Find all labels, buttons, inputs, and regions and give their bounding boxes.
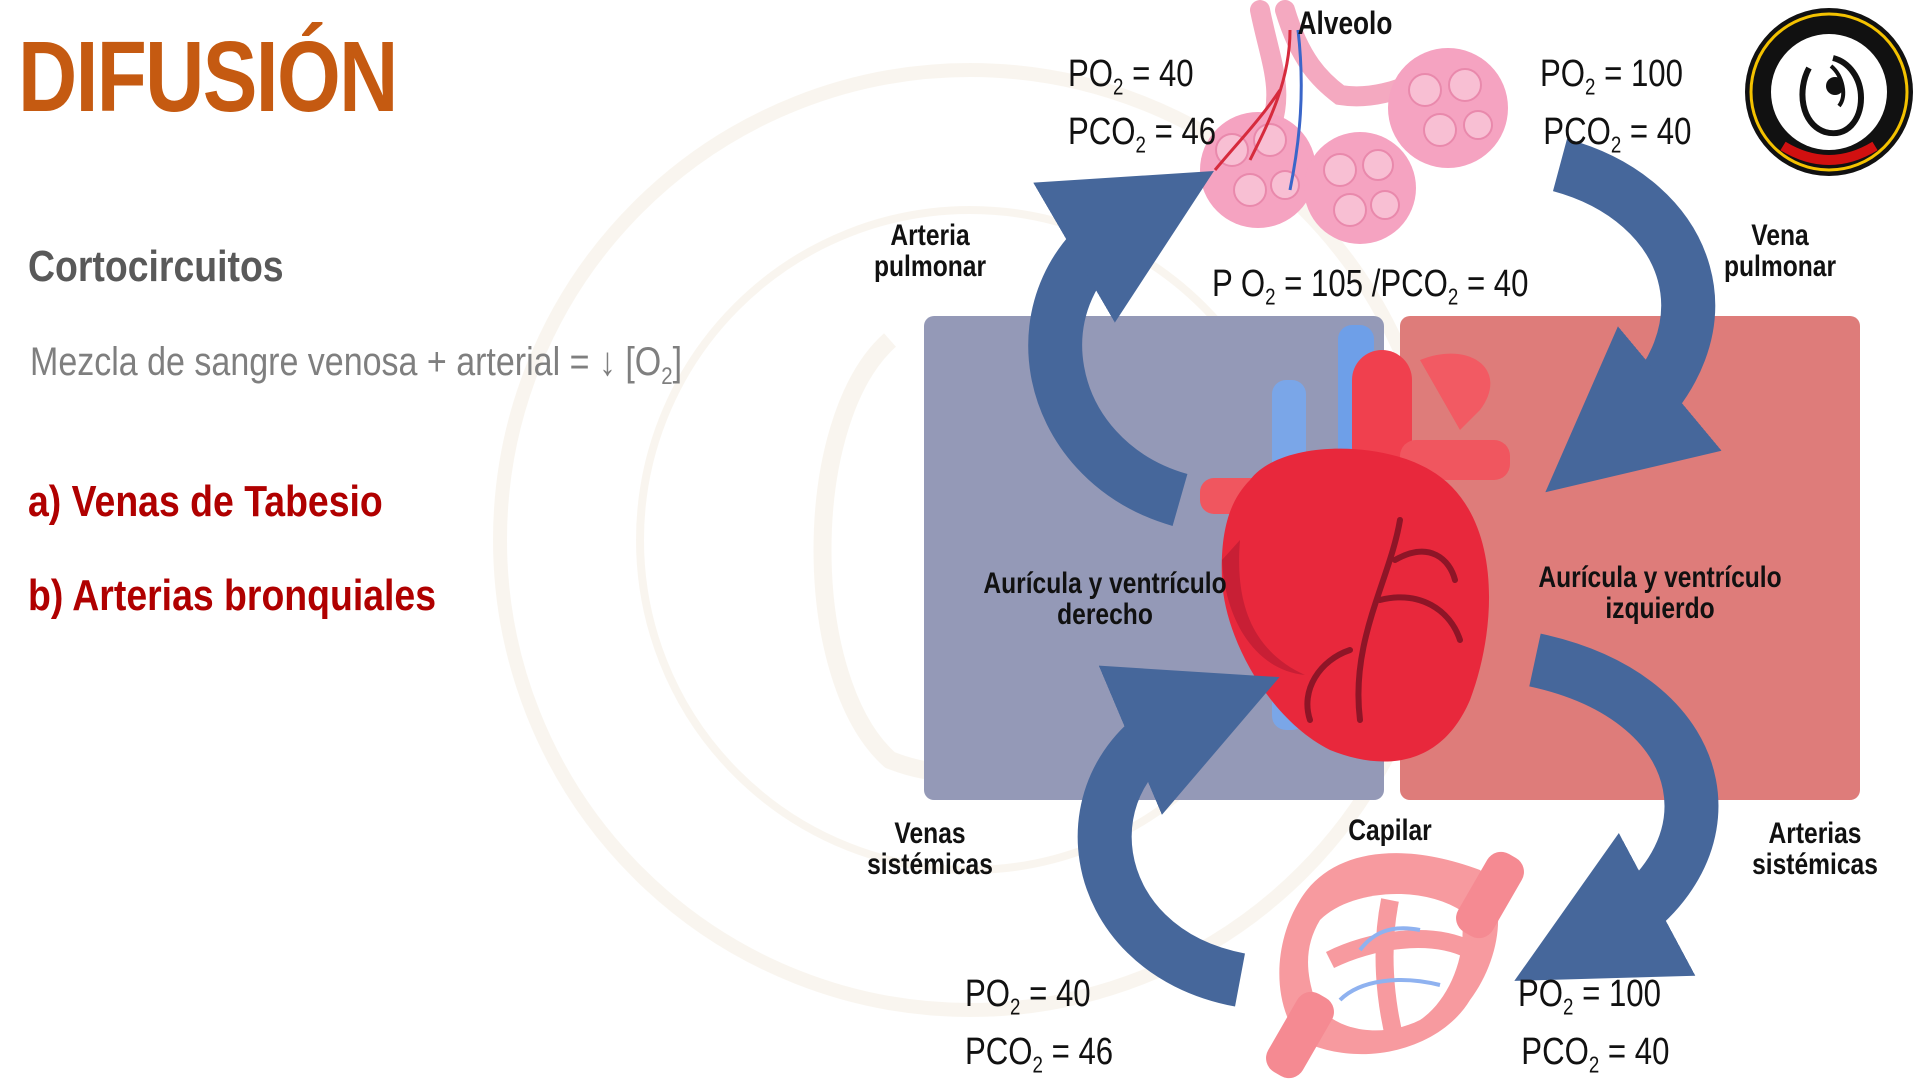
label-venas-sistemicas: Venas sistémicas [840,818,1020,880]
label-vena-pulmonar: Vena pulmonar [1690,220,1870,282]
gas-bottom-left-pco2: PCO2 = 46 [965,1030,1114,1078]
label-right-heart-line1: Aurícula y ventrículo [983,567,1227,600]
label-right-heart-line2: derecho [1057,598,1153,631]
label-left-heart-line1: Aurícula y ventrículo [1538,561,1782,594]
bullet-arterias-bronquiales: b) Arterias bronquiales [28,571,437,620]
gas-top-right-pco2: PCO2 = 40 [1543,110,1692,158]
alveolus-icon [1200,0,1508,244]
label-right-heart: Aurícula y ventrículo derecho [966,568,1245,630]
gas-top-right: PO2 = 100 PCO2 = 40 [1540,52,1691,167]
label-arteria-pulmonar: Arteria pulmonar [840,220,1020,282]
bullet-venas-tabesio: a) Venas de Tabesio [28,477,383,526]
label-vena-pulmonar-line2: pulmonar [1723,250,1837,283]
section-subtitle: Cortocircuitos [28,242,284,291]
mixture-statement: Mezcla de sangre venosa + arterial = ↓ [… [30,340,682,391]
gas-bottom-right: PO2 = 100 PCO2 = 40 [1518,972,1669,1087]
label-vena-pulmonar-line1: Vena [1751,219,1809,252]
gas-alveolar: P O2 = 105 /PCO2 = 40 [1212,262,1528,320]
mixture-subscript: 2 [661,363,673,390]
label-left-heart: Aurícula y ventrículo izquierdo [1521,562,1800,624]
gas-bottom-right-pco2: PCO2 = 40 [1521,1030,1670,1078]
label-arteria-pulmonar-line1: Arteria [890,219,970,252]
slide-title: DIFUSIÓN [18,21,398,133]
gas-top-left-pco2: PCO2 = 46 [1068,110,1217,158]
label-arterias-sistemicas: Arterias sistémicas [1725,818,1905,880]
gas-bottom-left: PO2 = 40 PCO2 = 46 [965,972,1113,1087]
capillary-icon [1266,851,1524,1079]
label-arterias-sistemicas-line2: sistémicas [1752,848,1878,881]
arrow-arteria-pulmonar [1028,170,1214,526]
gas-top-right-po2: PO2 = 100 [1540,53,1683,100]
heart-icon [1200,350,1510,762]
mixture-text: Mezcla de sangre venosa + arterial = ↓ [… [30,340,662,384]
gas-top-left-po2: PO2 = 40 [1068,53,1194,100]
label-venas-sistemicas-line1: Venas [894,817,966,850]
label-venas-sistemicas-line2: sistémicas [867,848,993,881]
gas-bottom-left-po2: PO2 = 40 [965,973,1091,1020]
label-capilar: Capilar [1348,814,1432,847]
label-left-heart-line2: izquierdo [1605,592,1715,625]
label-arteria-pulmonar-line2: pulmonar [873,250,987,283]
aventho-logo [1745,8,1913,176]
gas-alveolar-line: P O2 = 105 /PCO2 = 40 [1212,263,1529,310]
arrow-venas-sistemicas [1077,665,1280,1007]
gas-top-left: PO2 = 40 PCO2 = 46 [1068,52,1216,167]
label-alveolo: Alveolo [1297,5,1393,41]
mixture-close: ] [672,340,683,384]
arrow-arterias-sistemicas [1514,633,1719,981]
gas-bottom-right-po2: PO2 = 100 [1518,973,1661,1020]
label-arterias-sistemicas-line1: Arterias [1768,817,1862,850]
arrow-vena-pulmonar [1545,138,1722,493]
